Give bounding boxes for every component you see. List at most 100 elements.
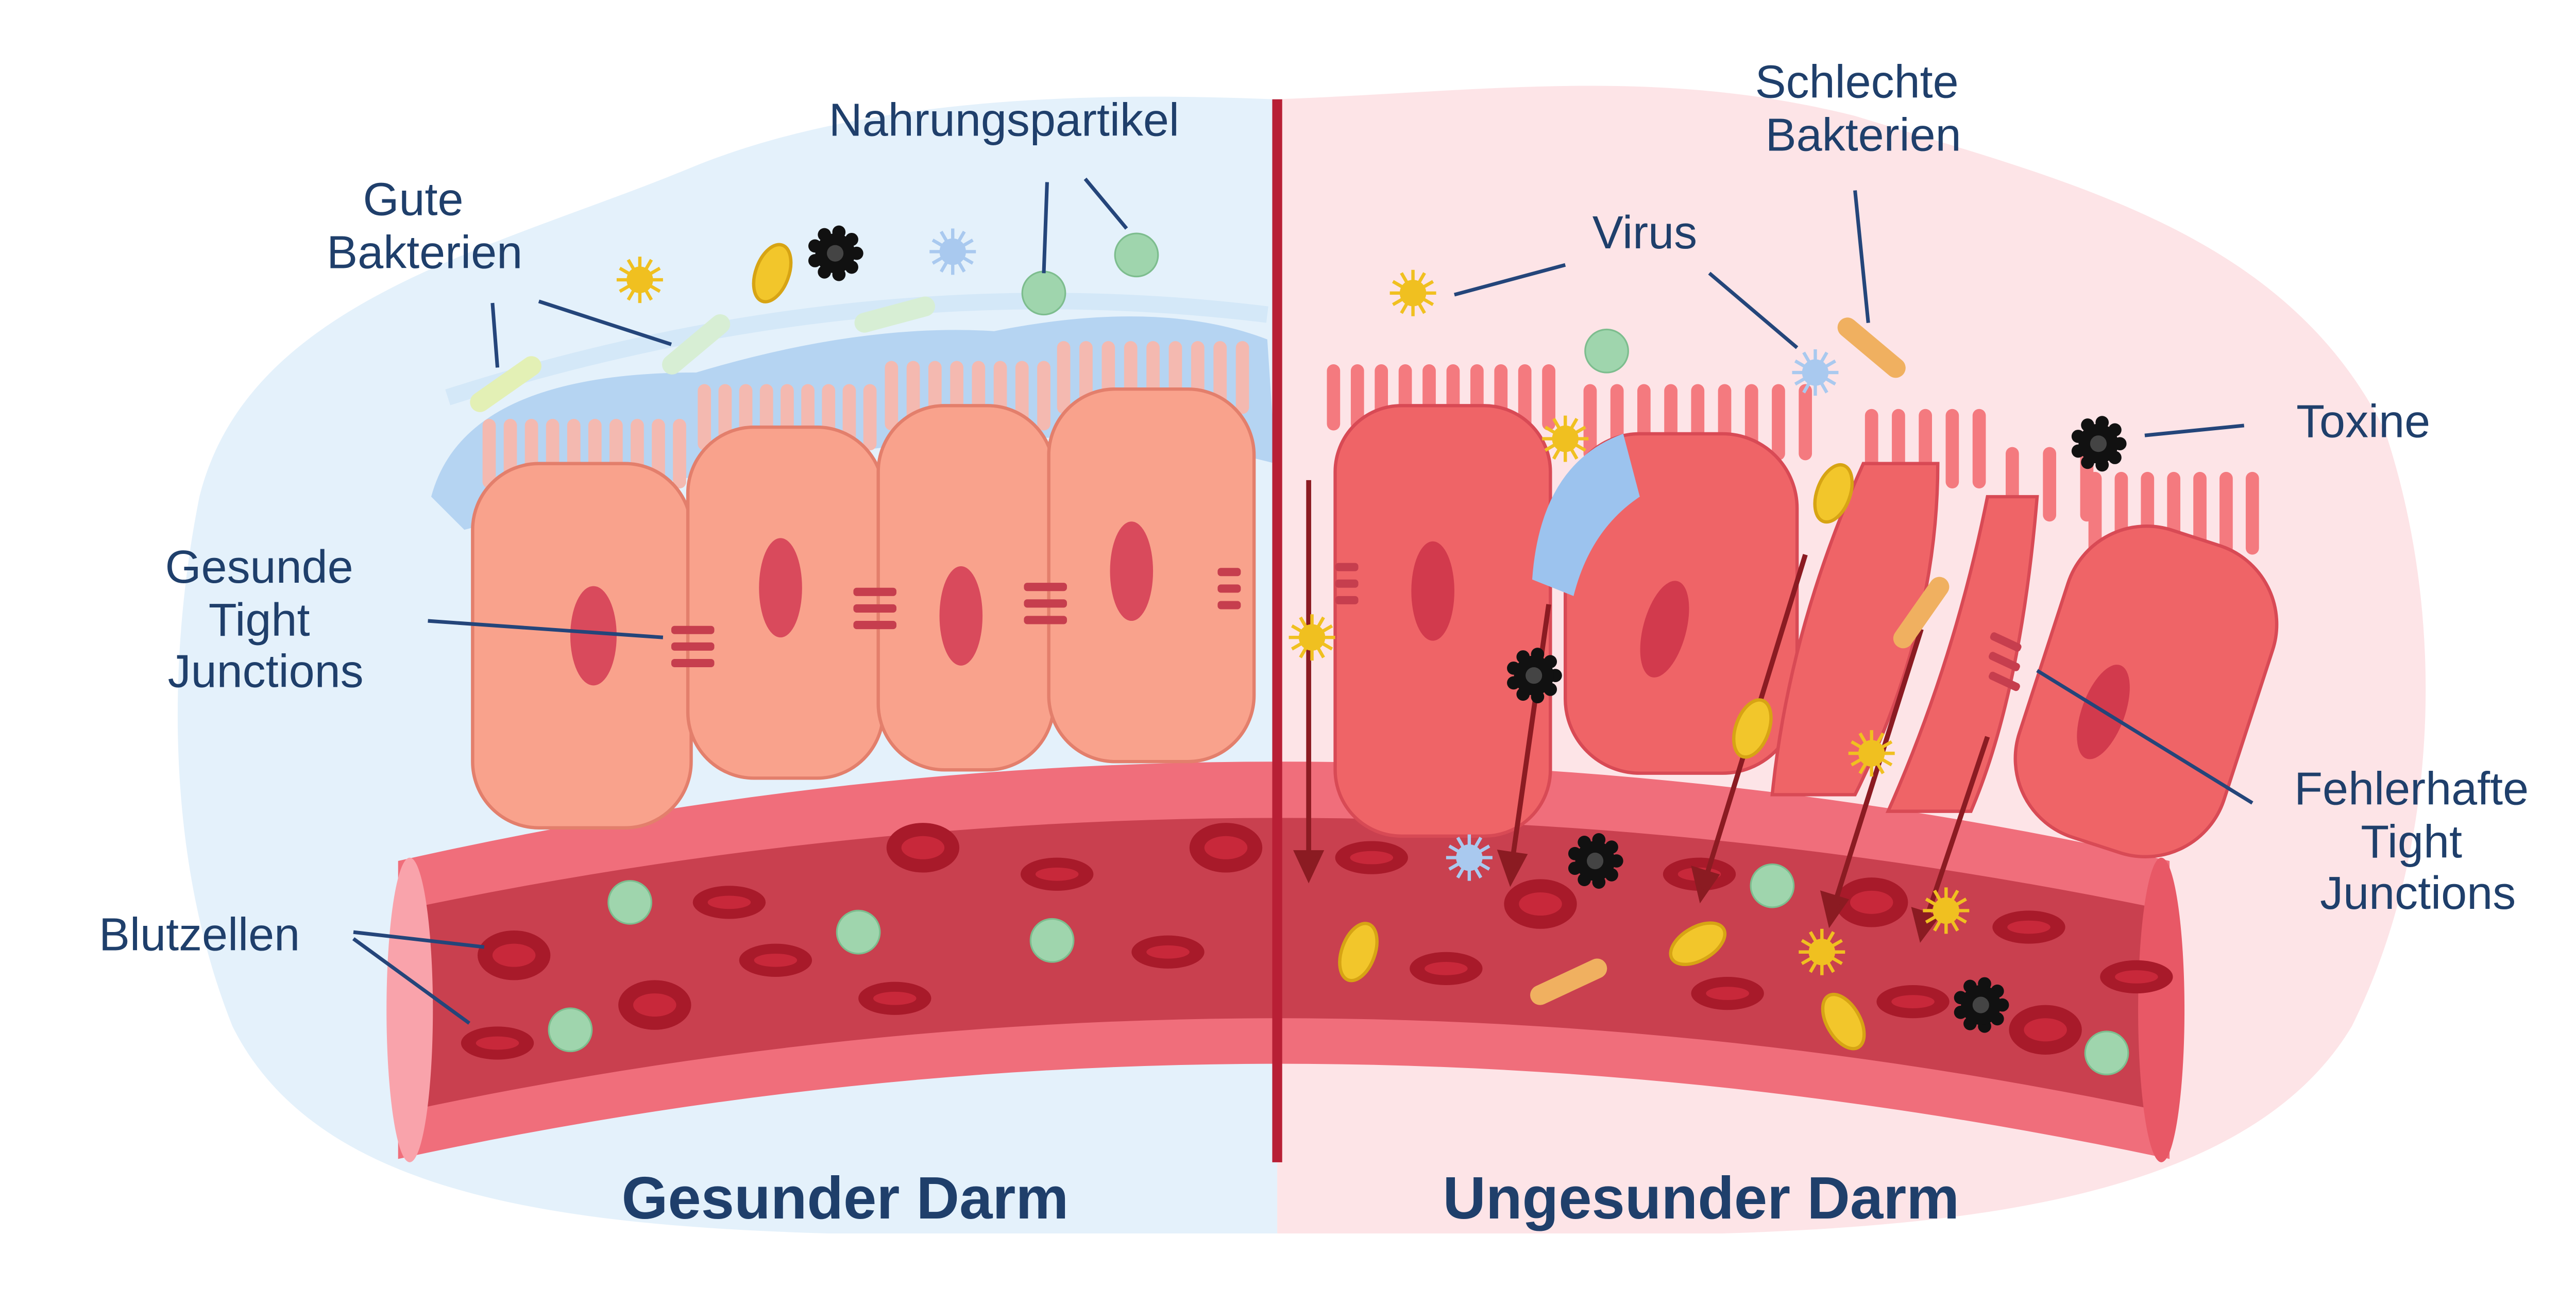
microvillus [2219,471,2233,555]
microvillus [1772,384,1785,461]
food-particle [1750,863,1795,908]
virus-body [1858,740,1885,767]
bacterium [1821,992,1866,1051]
virus-icon [1446,834,1493,881]
virus-icon [1542,415,1589,462]
food-particle [1029,918,1075,963]
microvillus [1057,341,1071,414]
red-blood-cell-center [1519,892,1562,916]
microvillus [1235,341,1249,414]
toxin-icon [1568,833,1623,889]
red-blood-cell-center [1706,987,1749,1000]
blood-vessel [386,762,2185,1162]
food-particle [548,1007,593,1053]
microvillus [1972,409,1986,488]
microvillus [1583,384,1597,461]
virus-icon [1923,887,1970,934]
toxin-core [1586,852,1604,870]
red-blood-cell-center [1204,836,1248,859]
microvillus [1327,364,1341,431]
red-blood-cell-center [2024,1018,2067,1042]
red-blood-cell-center [707,895,751,909]
virus-icon [616,257,663,303]
microvillus [2043,447,2057,522]
unhealthy-epithelium [1293,364,2279,943]
virus-body [1552,425,1579,452]
virus-body [1298,624,1326,651]
red-blood-cell-center [1350,851,1394,865]
microvillus [1518,364,1532,431]
title-gesunder-darm: Gesunder Darm [621,1164,1069,1231]
microvillus [1350,364,1364,431]
rod-bacterium [1837,317,1906,378]
microvillus [2245,471,2259,555]
food-particle [1021,270,1066,316]
red-blood-cell-center [2115,970,2158,984]
microvillus [863,384,877,451]
label-schlechte-bakterien: Schlechte Bakterien [1755,57,1972,161]
virus-icon [1792,349,1839,396]
red-blood-cell-center [476,1036,519,1050]
microvillus [1945,409,1959,488]
microvillus [2088,471,2102,555]
red-blood-cell-center [873,991,917,1005]
virus-body [1456,844,1483,871]
red-blood-cell-center [1850,890,1893,914]
virus-body [1399,280,1427,307]
virus-body [1808,939,1836,966]
toxin-icon [1507,648,1562,704]
food-particle [1584,328,1629,374]
labels: Nahrungspartikel Gute Bakterien Schlecht… [99,57,2541,1232]
microvillus [1542,364,1555,431]
blood-cells [461,823,2173,1060]
microvillus [482,419,496,488]
label-nahrungspartikel: Nahrungspartikel [829,95,1179,146]
red-blood-cell-center [2007,920,2050,934]
virus-body [1802,359,1829,386]
toxin-core [1526,667,1543,684]
microvillus [885,361,899,431]
red-blood-cell-center [901,836,945,859]
leader-lines [352,177,2253,1025]
food-particle [2084,1030,2129,1076]
rod-bacterium [854,296,936,333]
food-particle [607,879,652,925]
toxin-core [2090,435,2107,452]
red-blood-cell-center [1035,867,1079,881]
virus-icon [1848,730,1895,777]
bacterium [1732,698,1773,759]
healthy-epithelium [431,293,1276,830]
toxin-icon [2071,416,2127,472]
virus-icon [1289,614,1335,661]
red-blood-cell-center [1146,945,1190,959]
virus-body [1933,897,1960,924]
red-blood-cell-center [492,943,536,967]
particles [470,225,2129,1076]
label-virus: Virus [1592,207,1697,259]
rod-bacterium [1893,577,1950,649]
title-ungesunder-darm: Ungesunder Darm [1443,1164,1959,1231]
label-blutzellen: Blutzellen [99,909,300,961]
label-fehlerhafte-tight-junctions: Fehlerhafte Tight Junctions [2294,764,2541,919]
red-blood-cell-center [1425,962,1468,975]
bacterium [1813,463,1854,524]
virus-icon [1389,269,1436,316]
microvillus [698,384,711,451]
microvillus [2193,471,2207,555]
label-gute-bakterien: Gute Bakterien [327,174,522,279]
toxin-icon [808,225,863,281]
toxin-core [1972,996,1989,1013]
microvillus [673,419,686,488]
red-blood-cell-center [754,953,798,967]
bacterium [1338,922,1379,983]
label-toxine: Toxine [2296,396,2430,447]
rod-bacterium [470,356,541,412]
microvillus [1799,384,1812,461]
rod-bacterium [1530,958,1607,1005]
food-particle [836,909,881,955]
red-blood-cell-center [633,993,676,1017]
virus-icon [1799,928,1845,975]
red-blood-cell-center [1891,995,1935,1009]
bacterium [1669,921,1727,967]
